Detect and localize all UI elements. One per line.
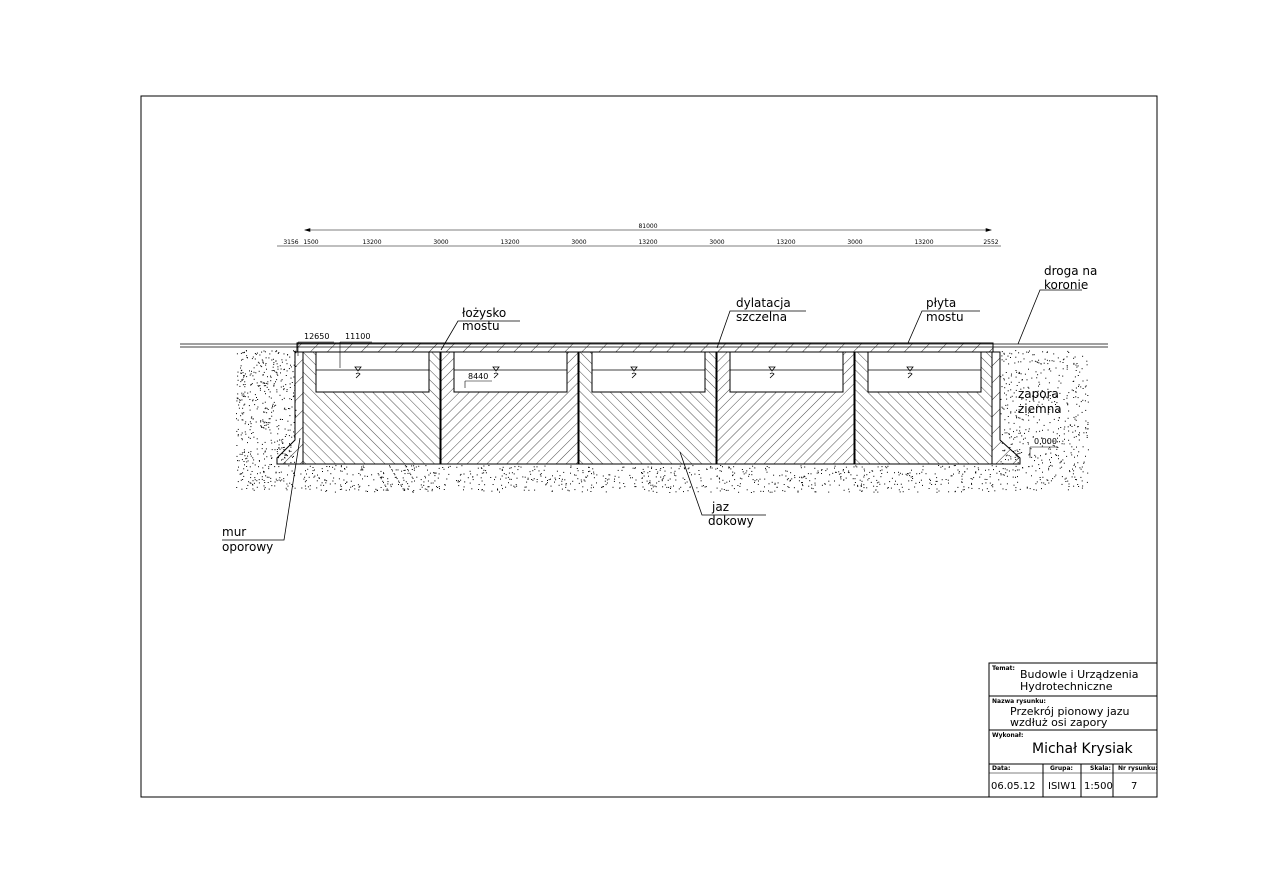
bridge-deck bbox=[296, 342, 994, 353]
tb-data-label: Data: bbox=[992, 765, 1010, 772]
wall-label: mur bbox=[222, 525, 246, 539]
joint-label: dylatacja bbox=[736, 296, 791, 310]
slab-label: płyta bbox=[926, 296, 956, 310]
retaining-wall-right bbox=[991, 351, 1021, 465]
tb-data: 06.05.12 bbox=[991, 781, 1036, 792]
local-level-markers bbox=[297, 341, 1058, 458]
tb-wykonal: Michał Krysiak bbox=[1032, 741, 1134, 757]
tb-nazwa: Przekrój pionowy jazu bbox=[1010, 705, 1129, 718]
tb-nazwa-label: Nazwa rysunku: bbox=[992, 698, 1046, 705]
bearing-label: mostu bbox=[462, 319, 500, 333]
leader-lines bbox=[222, 289, 1082, 541]
dim-segment: 13200 bbox=[638, 239, 657, 246]
tb-grupa: ISIW1 bbox=[1048, 781, 1077, 792]
dim-segment: 13200 bbox=[914, 239, 933, 246]
tb-temat-label: Temat: bbox=[992, 665, 1015, 672]
slab-label: mostu bbox=[926, 310, 964, 324]
dim-segment: 3000 bbox=[433, 239, 448, 246]
dim-segment: 13200 bbox=[500, 239, 519, 246]
dim-segment: 2552 bbox=[983, 239, 998, 246]
dimension-total-label: 81000 bbox=[638, 223, 657, 230]
dimension-segments: 3156 1500 13200 3000 13200 3000 13200 30… bbox=[283, 239, 998, 246]
tb-temat: Budowle i Urządzenia bbox=[1020, 668, 1138, 681]
level-label: 8440 bbox=[468, 372, 488, 381]
tb-skala: 1:500 bbox=[1084, 781, 1113, 792]
road-label: koronie bbox=[1044, 278, 1088, 292]
dam-label: zapora bbox=[1018, 387, 1059, 401]
dimension-total bbox=[303, 228, 993, 232]
tb-grupa-label: Grupa: bbox=[1050, 765, 1073, 772]
elevation-label: 0.000 bbox=[1034, 437, 1057, 446]
tb-skala-label: Skala: bbox=[1090, 765, 1111, 772]
level-label: 11100 bbox=[345, 332, 370, 341]
weir-label: dokowy bbox=[708, 514, 754, 528]
dim-segment: 3000 bbox=[847, 239, 862, 246]
sheet-border bbox=[140, 95, 1158, 798]
dim-segment: 13200 bbox=[776, 239, 795, 246]
tb-nr: 7 bbox=[1131, 781, 1137, 792]
tb-nazwa: wzdłuż osi zapory bbox=[1010, 716, 1108, 729]
dim-segment: 3156 bbox=[283, 239, 298, 246]
dim-segment: 3000 bbox=[709, 239, 724, 246]
tb-wykonal-label: Wykonał: bbox=[992, 732, 1023, 739]
soil-stipple bbox=[236, 350, 1089, 493]
joint-label: szczelna bbox=[736, 310, 787, 324]
dam-label: ziemna bbox=[1018, 402, 1062, 416]
weir-body bbox=[302, 351, 993, 465]
bearing-label: łożysko bbox=[462, 306, 506, 320]
tb-nr-label: Nr rysunku: bbox=[1118, 765, 1158, 772]
dim-segment: 3000 bbox=[571, 239, 586, 246]
dim-segment: 13200 bbox=[362, 239, 381, 246]
retaining-wall-left bbox=[276, 351, 304, 465]
water-level-symbols bbox=[354, 366, 914, 379]
title-block bbox=[988, 662, 1158, 798]
tb-temat: Hydrotechniczne bbox=[1020, 680, 1113, 693]
road-label: droga na bbox=[1044, 264, 1097, 278]
weir-label: jaz bbox=[711, 500, 729, 514]
wall-label: oporowy bbox=[222, 540, 273, 554]
dim-segment: 1500 bbox=[303, 239, 318, 246]
level-label: 12650 bbox=[304, 332, 329, 341]
